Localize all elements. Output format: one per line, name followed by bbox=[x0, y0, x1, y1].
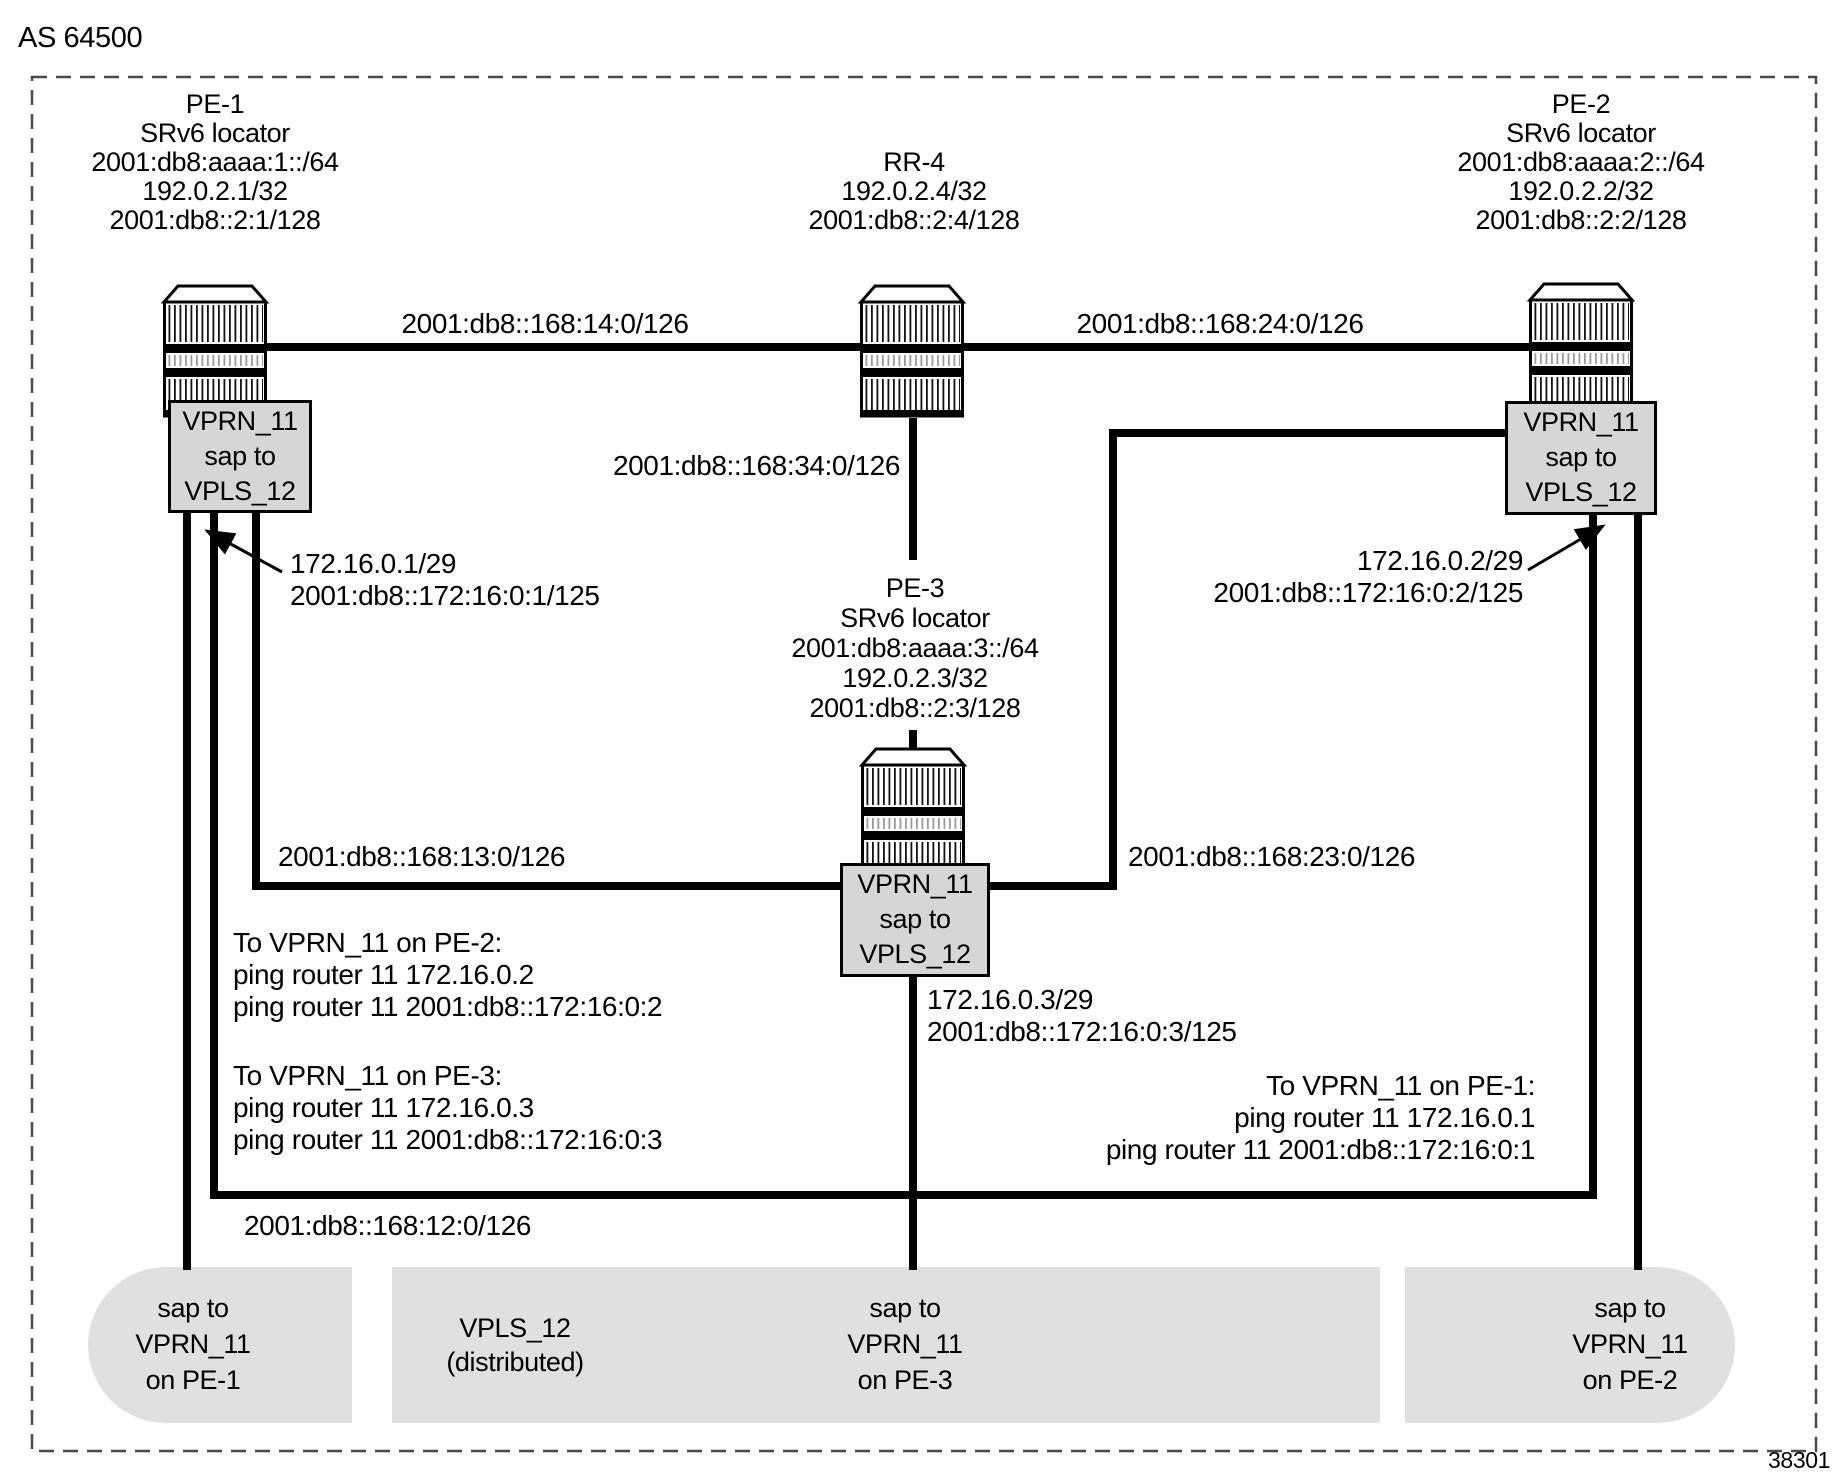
node-label-line: 2001:db8:aaaa:3::/64 bbox=[791, 633, 1039, 663]
router-icon-pe3 bbox=[860, 747, 966, 881]
service-box-line: VPLS_12 bbox=[1525, 477, 1637, 507]
bottom-box-vpls bbox=[392, 1267, 1380, 1423]
bottom-box-sap-pe2 bbox=[1405, 1267, 1735, 1423]
node-label-pe3: PE-3 SRv6 locator 2001:db8:aaaa:3::/64 1… bbox=[715, 573, 1115, 723]
node-label-line: SRv6 locator bbox=[840, 603, 990, 633]
link-label-pe1-rr4: 2001:db8::168:14:0/126 bbox=[401, 308, 689, 339]
ping-note-to-pe3: To VPRN_11 on PE-3: ping router 11 172.1… bbox=[233, 1060, 663, 1156]
ping-note-line: ping router 11 172.16.0.1 bbox=[1234, 1102, 1535, 1133]
bottom-box-line: sap to bbox=[1594, 1293, 1666, 1323]
bottom-box-line: sap to bbox=[157, 1293, 229, 1323]
ping-note-line: ping router 11 2001:db8::172:16:0:3 bbox=[233, 1124, 663, 1155]
node-label-line: RR-4 bbox=[883, 147, 945, 177]
node-label-line: 192.0.2.1/32 bbox=[142, 176, 288, 206]
node-label-line: 2001:db8::2:3/128 bbox=[809, 693, 1021, 723]
bottom-box-label-sap-pe1: sap to VPRN_11 on PE-1 bbox=[88, 1290, 298, 1398]
node-label-line: 2001:db8:aaaa:1::/64 bbox=[91, 147, 339, 177]
bottom-box-sap-pe1 bbox=[88, 1267, 352, 1423]
as-label: AS 64500 bbox=[18, 22, 143, 54]
router-icon-pe2 bbox=[1528, 282, 1634, 416]
node-label-line: 2001:db8::2:1/128 bbox=[109, 205, 321, 235]
service-box-pe2: VPRN_11 sap to VPLS_12 bbox=[1505, 401, 1657, 515]
bottom-box-label-vpls: VPLS_12 (distributed) bbox=[365, 1311, 665, 1379]
bottom-box-line: (distributed) bbox=[446, 1347, 584, 1377]
node-label-line: 192.0.2.3/32 bbox=[842, 663, 988, 693]
ping-note-line: To VPRN_11 on PE-3: bbox=[233, 1060, 502, 1091]
service-box-line: sap to bbox=[204, 441, 276, 471]
service-box-pe3: VPRN_11 sap to VPLS_12 bbox=[840, 863, 990, 977]
arrow-pe1-sap-address bbox=[204, 529, 283, 574]
bottom-box-line: VPLS_12 bbox=[459, 1313, 571, 1343]
bottom-box-line: on PE-3 bbox=[857, 1365, 953, 1395]
bottom-box-line: VPRN_11 bbox=[847, 1329, 963, 1359]
sap-address-pe3: 172.16.0.3/29 2001:db8::172:16:0:3/125 bbox=[927, 984, 1237, 1048]
ping-note-line: ping router 11 2001:db8::172:16:0:1 bbox=[1105, 1134, 1536, 1165]
node-label-line: 192.0.2.4/32 bbox=[841, 176, 987, 206]
service-box-line: VPLS_12 bbox=[859, 939, 971, 969]
arrow-pe2-sap-address bbox=[1527, 524, 1606, 572]
sap-address-pe1: 172.16.0.1/29 2001:db8::172:16:0:1/125 bbox=[290, 548, 600, 612]
node-label-line: 192.0.2.2/32 bbox=[1508, 176, 1654, 206]
node-label-line: PE-1 bbox=[185, 89, 245, 119]
figure-number: 38301 bbox=[1768, 1447, 1830, 1473]
service-box-line: VPRN_11 bbox=[857, 869, 973, 899]
node-label-line: PE-3 bbox=[885, 573, 945, 603]
link-label-pe3-pe2: 2001:db8::168:23:0/126 bbox=[1128, 841, 1416, 872]
sap-address-line: 2001:db8::172:16:0:2/125 bbox=[1213, 577, 1523, 608]
sap-address-line: 172.16.0.1/29 bbox=[290, 548, 457, 579]
as-boundary-dashed-border bbox=[30, 75, 1818, 1453]
ping-note-to-pe1: To VPRN_11 on PE-1: ping router 11 172.1… bbox=[1035, 1070, 1536, 1166]
ping-note-line: ping router 11 172.16.0.2 bbox=[233, 959, 534, 990]
link-line-pe3-pe2 bbox=[988, 429, 1507, 890]
link-label-rr4-pe3: 2001:db8::168:34:0/126 bbox=[612, 450, 900, 481]
sap-address-line: 2001:db8::172:16:0:3/125 bbox=[927, 1016, 1237, 1047]
service-box-line: VPLS_12 bbox=[184, 476, 296, 506]
node-label-line: 2001:db8::2:2/128 bbox=[1475, 205, 1687, 235]
node-label-line: SRv6 locator bbox=[1506, 118, 1656, 148]
bottom-box-label-sap-pe2: sap to VPRN_11 on PE-2 bbox=[1480, 1290, 1780, 1398]
node-label-line: 2001:db8::2:4/128 bbox=[808, 205, 1020, 235]
router-icon-pe1 bbox=[162, 284, 268, 418]
bottom-box-line: sap to bbox=[869, 1293, 941, 1323]
node-label-pe1: PE-1 SRv6 locator 2001:db8:aaaa:1::/64 1… bbox=[15, 90, 415, 235]
node-label-line: 2001:db8:aaaa:2::/64 bbox=[1457, 147, 1705, 177]
sap-address-pe2: 172.16.0.2/29 2001:db8::172:16:0:2/125 bbox=[1023, 545, 1523, 609]
node-label-rr4: RR-4 192.0.2.4/32 2001:db8::2:4/128 bbox=[714, 148, 1114, 235]
ping-note-line: ping router 11 172.16.0.3 bbox=[233, 1092, 534, 1123]
service-box-line: sap to bbox=[879, 904, 951, 934]
service-box-line: VPRN_11 bbox=[182, 406, 298, 436]
ping-note-line: ping router 11 2001:db8::172:16:0:2 bbox=[233, 991, 663, 1022]
ping-note-to-pe2: To VPRN_11 on PE-2: ping router 11 172.1… bbox=[233, 927, 663, 1023]
node-label-line: PE-2 bbox=[1551, 89, 1611, 119]
ping-note-line: To VPRN_11 on PE-2: bbox=[233, 927, 502, 958]
node-label-pe2: PE-2 SRv6 locator 2001:db8:aaaa:2::/64 1… bbox=[1381, 90, 1781, 235]
link-label-rr4-pe2: 2001:db8::168:24:0/126 bbox=[1076, 308, 1364, 339]
bottom-box-line: VPRN_11 bbox=[1572, 1329, 1688, 1359]
sap-address-line: 172.16.0.2/29 bbox=[1356, 545, 1523, 576]
bottom-box-line: VPRN_11 bbox=[135, 1329, 251, 1359]
ping-note-line: To VPRN_11 on PE-1: bbox=[1266, 1070, 1535, 1101]
router-icon-rr4 bbox=[859, 284, 965, 418]
sap-address-line: 172.16.0.3/29 bbox=[927, 984, 1094, 1015]
link-line-pe1-pe3 bbox=[252, 510, 842, 890]
node-label-line: SRv6 locator bbox=[140, 118, 290, 148]
bottom-box-line: on PE-1 bbox=[145, 1365, 241, 1395]
link-label-pe1-pe3: 2001:db8::168:13:0/126 bbox=[278, 841, 566, 872]
service-box-line: VPRN_11 bbox=[1523, 407, 1639, 437]
bottom-box-line: on PE-2 bbox=[1582, 1365, 1678, 1395]
sap-address-line: 2001:db8::172:16:0:1/125 bbox=[290, 580, 600, 611]
bottom-box-label-sap-pe3: sap to VPRN_11 on PE-3 bbox=[755, 1290, 1055, 1398]
service-box-pe1: VPRN_11 sap to VPLS_12 bbox=[168, 400, 312, 513]
link-label-pe1-pe2: 2001:db8::168:12:0/126 bbox=[244, 1210, 532, 1241]
service-box-line: sap to bbox=[1545, 442, 1617, 472]
link-line-pe1-pe2 bbox=[210, 510, 1597, 1199]
